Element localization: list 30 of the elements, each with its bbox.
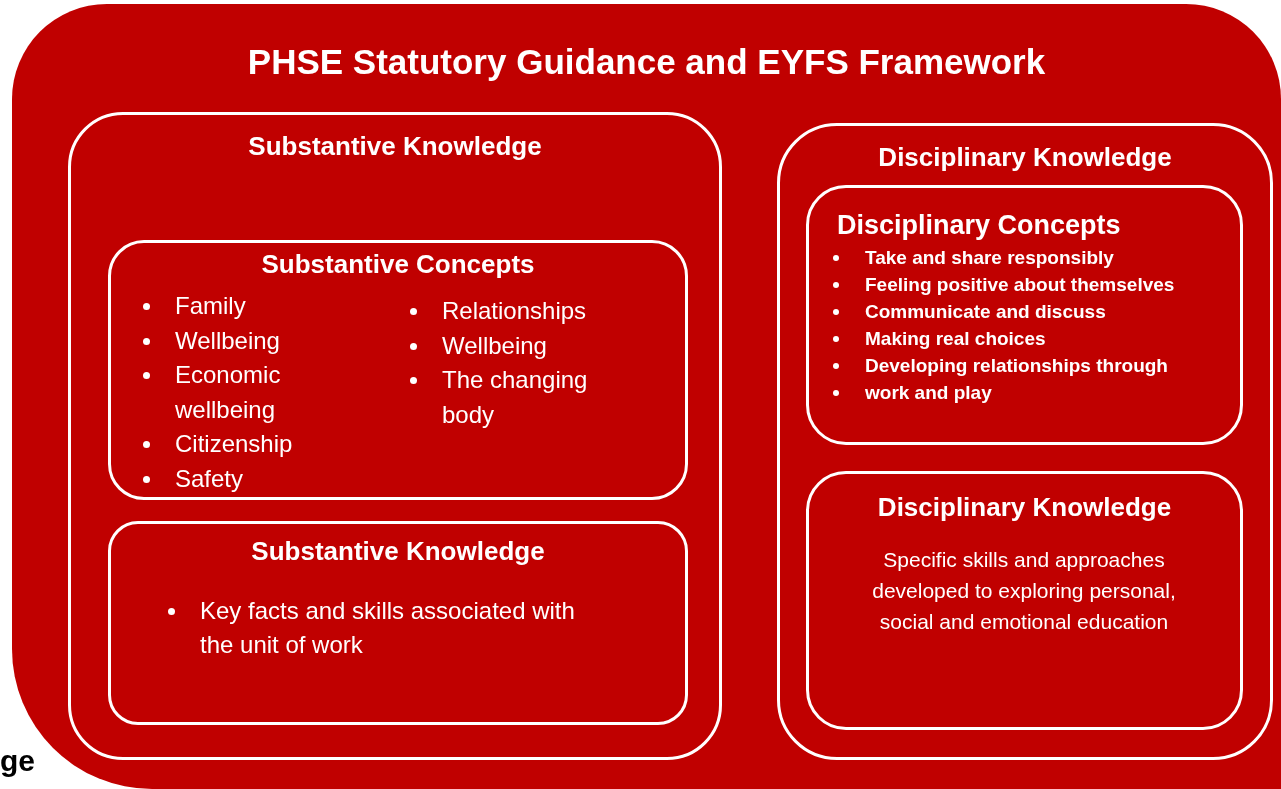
rounded-box (108, 521, 688, 725)
rounded-box (108, 240, 688, 500)
box-heading: PHSE Statutory Guidance and EYFS Framework (247, 42, 1046, 82)
rounded-box (806, 185, 1243, 445)
list-item: work and play (865, 382, 992, 403)
box-heading: Disciplinary Knowledge (878, 142, 1172, 173)
list-item: Economic wellbeing (175, 361, 281, 423)
list-item: Making real choices (865, 328, 1046, 349)
list-item: Wellbeing (442, 331, 547, 359)
list-item: The changing body (442, 366, 588, 428)
list-item: Family (175, 292, 246, 319)
rounded-box (68, 112, 722, 760)
description-text: Specific skills and approaches developed to exploring personal, social and emotional education (871, 547, 1177, 635)
box-heading: Substantive Concepts (261, 249, 535, 280)
list-item: Developing relationships through (865, 355, 1168, 376)
list-item: Communicate and discuss (865, 301, 1106, 322)
list-item: Key facts and skills associated with the unit of work (200, 597, 575, 658)
list-item: Citizenship (175, 430, 293, 457)
list-item: Feeling positive about themselves (865, 274, 1175, 295)
cut-off-text: ge (0, 744, 35, 778)
list-item: Relationships (442, 297, 587, 324)
rounded-box (777, 123, 1273, 760)
list-item: Take and share responsibly (865, 247, 1114, 268)
box-heading: Disciplinary Concepts (837, 210, 1121, 241)
box-heading: Disciplinary Knowledge (877, 492, 1172, 523)
list-item: Wellbeing (175, 326, 280, 354)
box-heading: Substantive Knowledge (248, 131, 542, 162)
box-heading: Substantive Knowledge (251, 536, 545, 567)
rounded-box (806, 471, 1243, 730)
list-item: Safety (175, 464, 244, 492)
